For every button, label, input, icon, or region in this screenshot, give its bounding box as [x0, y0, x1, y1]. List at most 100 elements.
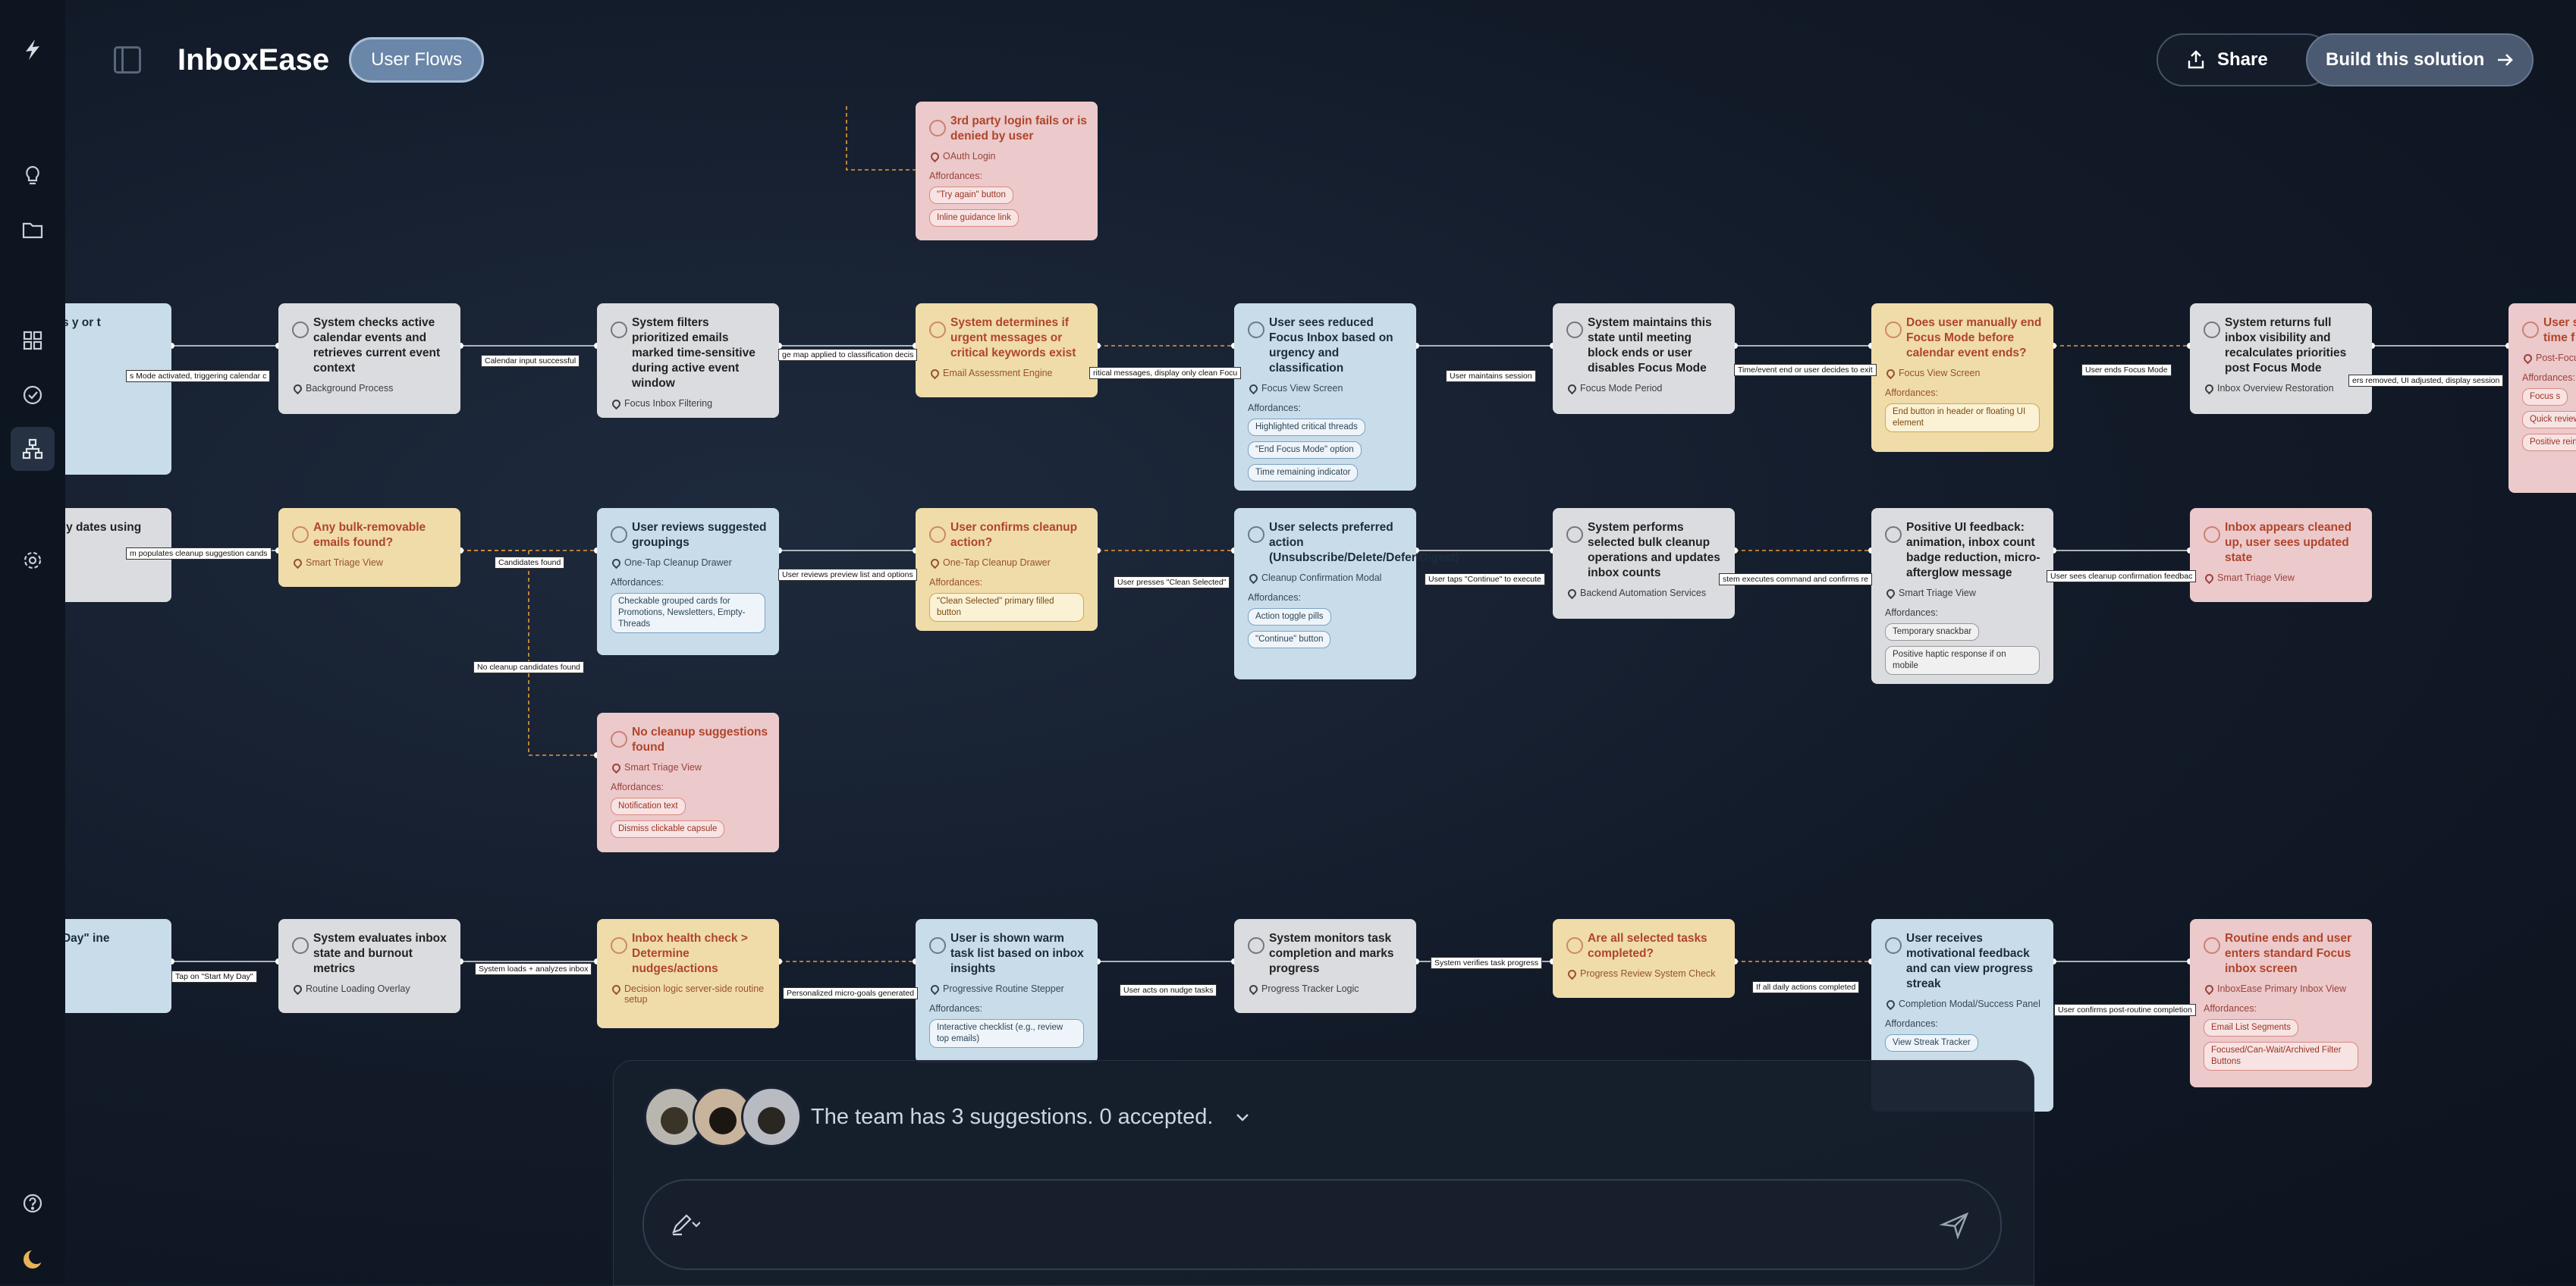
- user-flows-pill[interactable]: User Flows: [349, 37, 485, 83]
- flow-node-n23[interactable]: User is shown warm task list based on in…: [916, 919, 1098, 1063]
- node-title: System returns full inbox visibility and…: [2204, 315, 2361, 376]
- flow-node-n17[interactable]: Positive UI feedback: animation, inbox c…: [1871, 508, 2053, 684]
- affordance-tag: View Streak Tracker: [1885, 1034, 1978, 1052]
- lightbulb-icon[interactable]: [17, 159, 49, 191]
- flow-node-n6[interactable]: User sees reduced Focus Inbox based on u…: [1234, 303, 1416, 491]
- node-title: System maintains this state until meetin…: [1566, 315, 1724, 376]
- gear-icon[interactable]: [17, 544, 49, 576]
- flow-node-n5[interactable]: System determines if urgent messages or …: [916, 303, 1098, 397]
- flow-node-n21[interactable]: System evaluates inbox state and burnout…: [278, 919, 460, 1013]
- flow-node-n22[interactable]: Inbox health check > Determine nudges/ac…: [597, 919, 779, 1028]
- folder-icon[interactable]: [17, 214, 49, 246]
- flow-node-n25[interactable]: Are all selected tasks completed?Progres…: [1553, 919, 1735, 998]
- affordance-tag: Temporary snackbar: [1885, 623, 1980, 641]
- edge-label: ers removed, UI adjusted, display sessio…: [2348, 375, 2504, 387]
- flow-node-n18[interactable]: Inbox appears cleaned up, user sees upda…: [2190, 508, 2372, 602]
- node-title: System monitors task completion and mark…: [1248, 931, 1406, 977]
- node-title: Routine ends and user enters standard Fo…: [2204, 931, 2361, 977]
- flow-node-n2[interactable]: s Focus y or toggle: [65, 303, 171, 475]
- affordance-tag: Dismiss clickable capsule: [611, 820, 725, 838]
- flow-node-n12[interactable]: Any bulk-removable emails found? Smart Tr…: [278, 508, 460, 587]
- flow-node-n20[interactable]: art My Day" ineCTA: [65, 919, 171, 1013]
- node-location: Completion Modal/Success Panel: [1885, 999, 2043, 1009]
- edge-label: User sees cleanup confirmation feedbac: [2047, 570, 2197, 582]
- node-location: Smart Triage View: [292, 557, 450, 568]
- compose-input[interactable]: [642, 1179, 2002, 1270]
- edge-label: If all daily actions completed: [1752, 981, 1860, 993]
- lightning-logo-icon[interactable]: [17, 33, 49, 65]
- flow-node-n15[interactable]: User selects preferred action (Unsubscri…: [1234, 508, 1459, 679]
- affordances-label: Affordances:: [929, 171, 982, 181]
- node-location: Background Process: [292, 383, 450, 394]
- help-icon[interactable]: [17, 1187, 49, 1219]
- flow-node-n27[interactable]: Routine ends and user enters standard Fo…: [2190, 919, 2372, 1087]
- affordances-label: Affordances:: [929, 577, 982, 588]
- suggestion-panel: The team has 3 suggestions. 0 accepted.: [613, 1060, 2034, 1286]
- pen-icon[interactable]: [670, 1211, 700, 1238]
- flow-node-n10[interactable]: User s insigh (distra time fPost-FocuAff…: [2508, 303, 2576, 493]
- affordance-tag: Email List Segments: [2204, 1019, 2298, 1037]
- edge-label: s Mode activated, triggering calendar c: [126, 370, 271, 382]
- flow-node-n7[interactable]: System maintains this state until meetin…: [1553, 303, 1735, 414]
- node-title: System filters prioritized emails marked…: [611, 315, 768, 391]
- flow-icon[interactable]: [11, 427, 55, 471]
- node-title: Positive UI feedback: animation, inbox c…: [1885, 520, 2043, 581]
- affordance-tag: Time remaining indicator: [1248, 464, 1359, 481]
- edge-label: System loads + analyzes inbox: [475, 963, 592, 975]
- node-location: One-Tap Cleanup Drawer: [929, 557, 1087, 568]
- affordance-tag: Inline guidance link: [929, 209, 1019, 227]
- node-location: Focus Mode Period: [1566, 383, 1724, 394]
- affordance-tag: Positive haptic response if on mobile: [1885, 646, 2040, 675]
- node-location: Focus Inbox Filtering: [611, 398, 768, 409]
- node-location: Focus View Screen: [1885, 368, 2043, 378]
- node-location: Routine Loading Overlay: [292, 983, 450, 994]
- moon-icon[interactable]: [17, 1244, 49, 1275]
- edge-label: ritical messages, display only clean Foc…: [1089, 367, 1242, 379]
- team-avatars[interactable]: [644, 1087, 802, 1147]
- affordance-tag: "Continue" button: [1248, 631, 1331, 648]
- build-solution-button[interactable]: Build this solution: [2306, 33, 2534, 86]
- node-title: User reviews suggested groupings: [611, 520, 768, 550]
- node-location: InboxEase Primary Inbox View: [2204, 983, 2361, 994]
- grid-icon[interactable]: [17, 325, 49, 356]
- share-button[interactable]: Share: [2157, 33, 2333, 86]
- send-icon[interactable]: [1938, 1208, 1971, 1241]
- edge-label: ge map applied to classification decis: [778, 349, 918, 361]
- node-title: System checks active calendar events and…: [292, 315, 450, 376]
- flow-node-n24[interactable]: System monitors task completion and mark…: [1234, 919, 1416, 1013]
- top-bar: InboxEase User Flows: [114, 33, 485, 86]
- check-circle-icon[interactable]: [17, 379, 49, 411]
- node-location: Inbox Overview Restoration: [2204, 383, 2361, 394]
- flow-node-n1[interactable]: 3rd party login fails or is denied by us…: [916, 102, 1098, 240]
- affordance-tag: Quick review: [2522, 411, 2576, 428]
- node-title: User selects preferred action (Unsubscri…: [1248, 520, 1459, 566]
- affordances-label: Affordances:: [2204, 1003, 2257, 1014]
- edge-label: User presses "Clean Selected": [1114, 576, 1230, 588]
- flow-node-n3[interactable]: System checks active calendar events and…: [278, 303, 460, 414]
- flow-node-n4[interactable]: System filters prioritized emails marked…: [597, 303, 779, 418]
- affordance-tag: "Try again" button: [929, 187, 1013, 204]
- chevron-down-icon[interactable]: [1232, 1106, 1253, 1128]
- node-title: User confirms cleanup action?: [929, 520, 1087, 550]
- sidebar: [0, 0, 65, 1284]
- flow-node-n14[interactable]: User confirms cleanup action? One-Tap Cle…: [916, 508, 1098, 631]
- node-title: s Focus y or t: [65, 315, 161, 331]
- affordance-tag: Positive reinf: [2522, 434, 2576, 451]
- node-title: Does user manually end Focus Mode before…: [1885, 315, 2043, 361]
- node-title: Any bulk-removable emails found?: [292, 520, 450, 550]
- suggestion-status[interactable]: The team has 3 suggestions. 0 accepted.: [811, 1105, 1214, 1129]
- node-location: OAuth Login: [929, 151, 1087, 162]
- toggle-sidebar-icon[interactable]: [114, 46, 141, 74]
- affordance-tag: Checkable grouped cards for Promotions, …: [611, 593, 765, 633]
- node-title: User is shown warm task list based on in…: [929, 931, 1087, 977]
- node-title: User receives motivational feedback and …: [1885, 931, 2043, 992]
- affordances-label: Affordances:: [2522, 372, 2575, 383]
- edge-label: m populates cleanup suggestion cands: [126, 547, 272, 560]
- flow-node-n9[interactable]: System returns full inbox visibility and…: [2190, 303, 2372, 414]
- flow-canvas[interactable]: 3rd party login fails or is denied by us…: [65, 0, 2576, 1284]
- flow-node-n16[interactable]: System performs selected bulk cleanup op…: [1553, 508, 1735, 619]
- node-title: User sees reduced Focus Inbox based on u…: [1248, 315, 1406, 376]
- flow-node-n8[interactable]: Does user manually end Focus Mode before…: [1871, 303, 2053, 452]
